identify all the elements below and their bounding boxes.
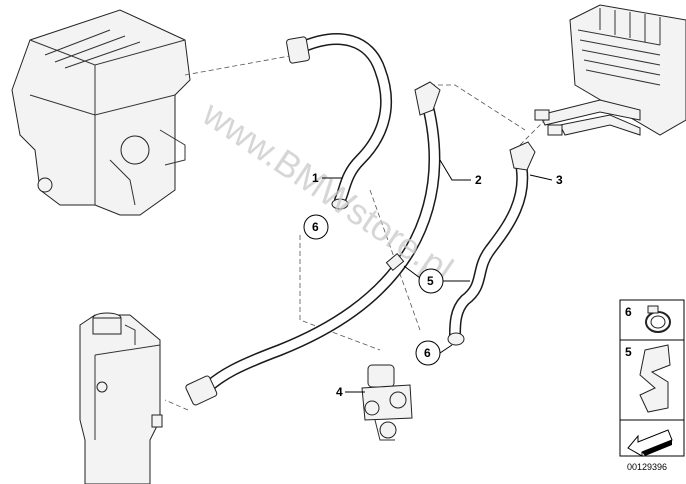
water-valve	[361, 364, 413, 441]
callout-1: 1	[312, 171, 319, 185]
callout-6: 6	[303, 214, 329, 240]
svg-text:4: 4	[336, 385, 343, 399]
svg-text:6: 6	[625, 305, 632, 319]
heater-core	[534, 4, 686, 136]
callout-4: 4	[336, 385, 343, 399]
hose-2	[185, 81, 441, 406]
callout-6-lower: 6	[415, 340, 441, 366]
legend-item-5: 5	[625, 344, 671, 413]
callout-5: 5	[418, 268, 444, 294]
svg-text:5: 5	[625, 345, 632, 359]
callout-3: 3	[556, 173, 563, 187]
engine-block	[11, 9, 191, 216]
svg-text:1: 1	[312, 171, 319, 185]
legend-panel: 6 5	[619, 299, 685, 457]
svg-text:5: 5	[427, 274, 434, 288]
svg-text:2: 2	[475, 173, 482, 187]
hose-1	[286, 33, 393, 210]
hose-3	[447, 141, 536, 346]
callout-2: 2	[475, 173, 482, 187]
diagram-number: 00129396	[627, 462, 667, 472]
svg-text:3: 3	[556, 173, 563, 187]
svg-text:6: 6	[424, 346, 431, 360]
expansion-tank	[79, 312, 163, 484]
callout-leaders	[322, 159, 553, 393]
watermark: www.BMWstore.pl	[195, 92, 461, 290]
arrow-icon	[627, 429, 673, 457]
svg-text:6: 6	[312, 220, 319, 234]
legend-item-6: 6	[625, 305, 671, 333]
